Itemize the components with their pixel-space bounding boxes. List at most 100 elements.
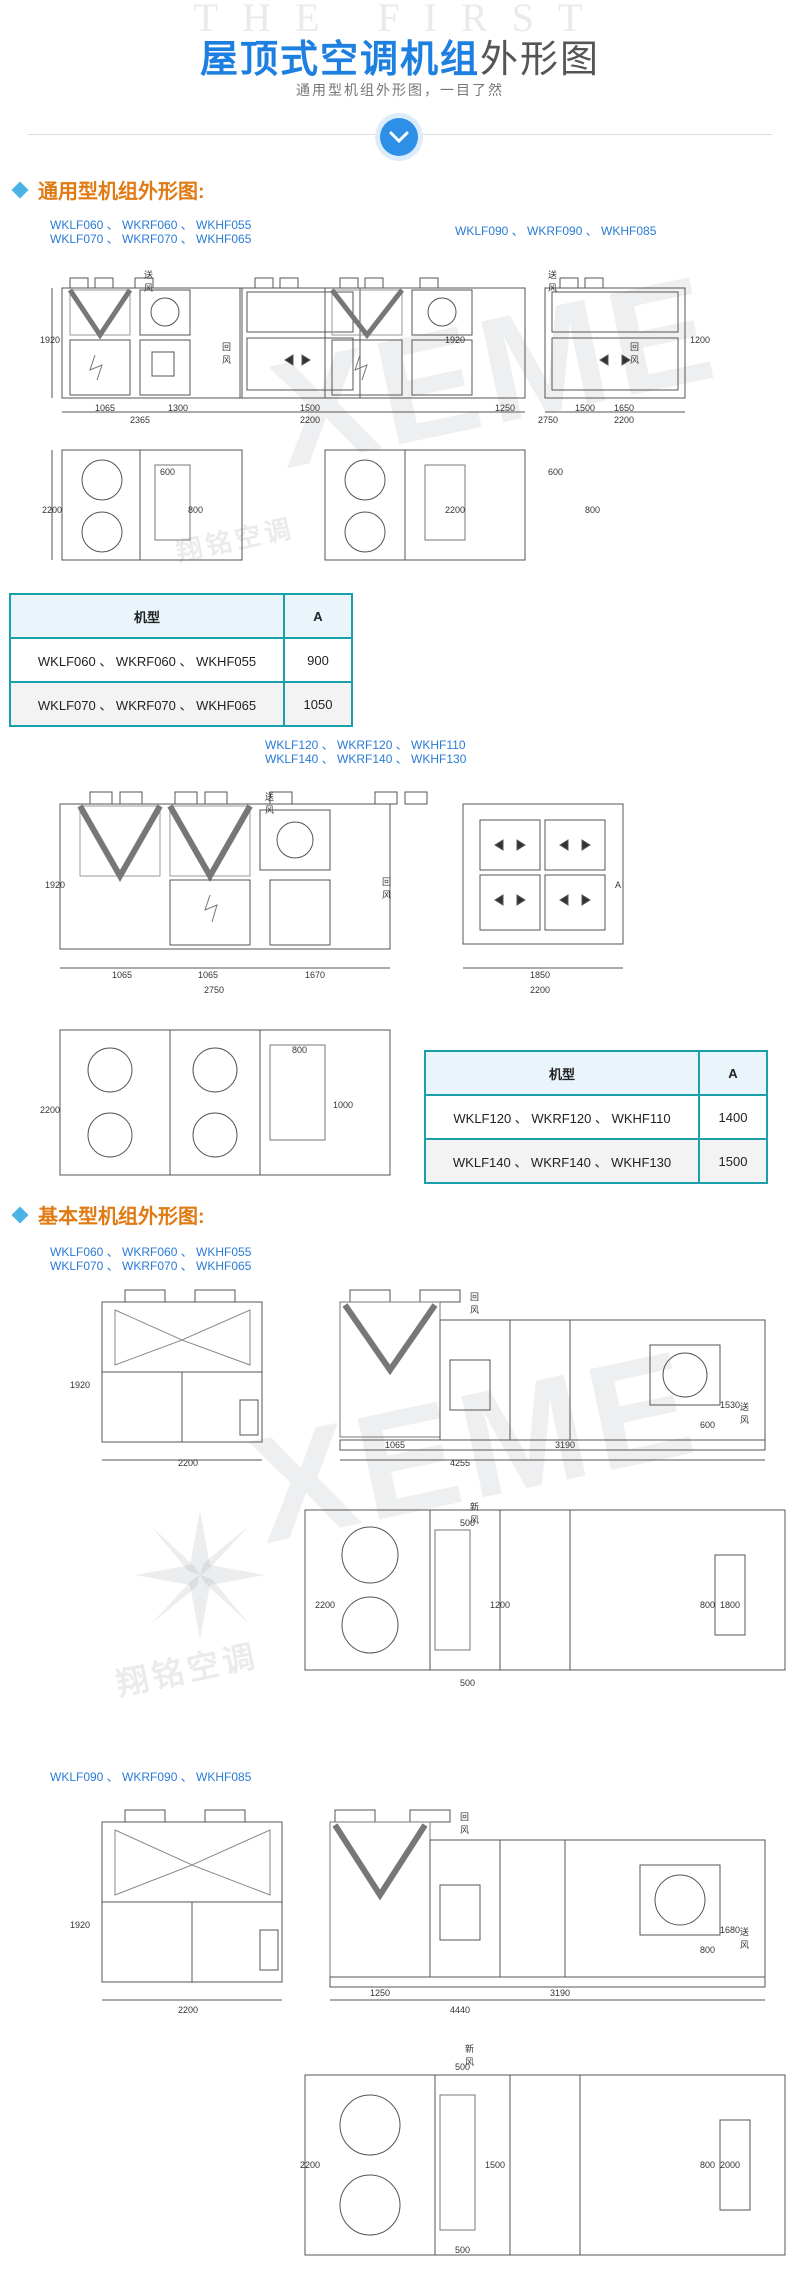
dim-label: 1650 — [614, 403, 635, 413]
dim-label: 600 — [160, 467, 176, 477]
unit-front-view-right — [324, 277, 526, 413]
table-cell-a: 1500 — [698, 1138, 768, 1184]
page-header: THE FIRST 屋顶式空调机组外形图 通用型机组外形图，一目了然 — [0, 0, 800, 156]
dim-label: 1300 — [168, 403, 189, 413]
dim-label: 2200 — [178, 2005, 199, 2015]
unit-top-view — [51, 449, 243, 561]
model-label-group-d: WKLF090 、 WKRF090 、 WKHF085 — [50, 1770, 252, 1784]
page-title: 屋顶式空调机组外形图 — [0, 28, 800, 83]
dim-label: A — [615, 880, 622, 890]
unit-side-view-right — [544, 277, 686, 413]
dim-label: 800 — [700, 2160, 716, 2170]
dim-label: 500 — [460, 1678, 476, 1688]
table-row: WKLF120 、 WKRF120 、 WKHF110 1400 — [424, 1094, 768, 1140]
dim-label: 1200 — [690, 335, 711, 345]
dim-label: 送风 — [144, 270, 154, 293]
section-general-title: 通用型机组外形图: — [38, 181, 205, 203]
dim-label: 500 — [460, 1518, 476, 1528]
dim-label: 1500 — [485, 2160, 506, 2170]
dim-label: 1670 — [305, 970, 326, 980]
table-cell-a: 900 — [283, 637, 353, 683]
section-basic-title: 基本型机组外形图: — [38, 1206, 205, 1228]
dim-label: 2000 — [720, 2160, 741, 2170]
dim-label: 600 — [700, 1420, 716, 1430]
dim-label: 600 — [548, 467, 564, 477]
dim-label: 800 — [700, 1600, 716, 1610]
dim-label: 4440 — [450, 2005, 471, 2015]
dim-label: 2750 — [204, 985, 225, 995]
unit-top-view-large — [59, 1029, 391, 1176]
drawing-group-d — [101, 1809, 786, 2256]
dim-label: 2200 — [300, 415, 321, 425]
dim-label: 2200 — [300, 2160, 321, 2170]
dim-label: 1920 — [70, 1380, 91, 1390]
table-header-a: A — [698, 1050, 768, 1096]
drawing-group-b — [59, 791, 624, 1176]
model-label-group-a-left: WKLF060 、 WKRF060 、 WKHF055 WKLF070 、 WK… — [50, 218, 252, 246]
basic-unit-front-view — [339, 1289, 766, 1461]
basic-unit-top-view — [304, 1509, 786, 1671]
unit-side-view — [239, 277, 361, 413]
section-general-heading: 通用型机组外形图: — [11, 175, 205, 204]
basic-unit-top-view-2 — [304, 2074, 786, 2256]
basic-unit-side-view — [101, 1289, 263, 1461]
scroll-down-button[interactable] — [380, 118, 418, 156]
dim-label: 送风 — [740, 1402, 750, 1425]
header-background-word: THE FIRST — [193, 0, 607, 40]
table-cell-a: 1050 — [283, 681, 353, 727]
dim-label: 2200 — [315, 1600, 336, 1610]
basic-unit-side-view-2 — [101, 1809, 283, 2001]
dim-label: 1500 — [575, 403, 596, 413]
drawing-group-a — [51, 277, 686, 561]
dim-label: 1065 — [385, 1440, 406, 1450]
model-label-group-b: WKLF120 、 WKRF120 、 WKHF110 WKLF140 、 WK… — [265, 738, 467, 766]
table-header-a: A — [283, 593, 353, 639]
dim-label: 回风 — [630, 342, 640, 365]
dim-label: 800 — [292, 1045, 308, 1055]
page-title-suffix: 外形图 — [480, 39, 601, 81]
table-cell-model: WKLF070 、 WKRF070 、 WKHF065 — [9, 681, 285, 727]
dim-label: 1065 — [198, 970, 219, 980]
table-cell-a: 1400 — [698, 1094, 768, 1140]
dim-label: 回风 — [460, 1812, 470, 1835]
dim-label: 1250 — [370, 1988, 391, 1998]
dim-label: 回风 — [222, 342, 232, 365]
dim-label: 1500 — [300, 403, 321, 413]
dim-label: 2365 — [130, 415, 151, 425]
dim-label: 500 — [455, 2062, 471, 2072]
table-row: WKLF060 、 WKRF060 、 WKHF055 900 — [9, 637, 353, 683]
dim-label: 800 — [700, 1945, 716, 1955]
chevron-down-icon — [389, 131, 409, 144]
diamond-bullet-icon — [11, 181, 29, 199]
dim-label: 2200 — [178, 1458, 199, 1468]
dim-label: 新风 — [470, 1502, 480, 1525]
table-cell-model: WKLF120 、 WKRF120 、 WKHF110 — [424, 1094, 700, 1140]
dim-label: 1680 — [720, 1925, 741, 1935]
table-row: WKLF070 、 WKRF070 、 WKHF065 1050 — [9, 681, 353, 727]
dim-label: 回风 — [382, 877, 392, 900]
dim-label: 1065 — [112, 970, 133, 980]
dim-label: 1920 — [445, 335, 466, 345]
dim-label: 2200 — [445, 505, 466, 515]
spec-table-b: 机型 A WKLF120 、 WKRF120 、 WKHF110 1400 WK… — [424, 1050, 768, 1184]
dim-label: 500 — [455, 2245, 471, 2255]
table-header-row: 机型 A — [9, 593, 353, 639]
basic-unit-front-view-2 — [329, 1809, 766, 2001]
table-cell-model: WKLF140 、 WKRF140 、 WKHF130 — [424, 1138, 700, 1184]
spec-table-a: 机型 A WKLF060 、 WKRF060 、 WKHF055 900 WKL… — [9, 593, 353, 727]
dim-label: 回风 — [470, 1292, 480, 1315]
dim-label: 1920 — [70, 1920, 91, 1930]
dim-label: 新风 — [465, 2044, 475, 2067]
dim-label: 1250 — [495, 403, 516, 413]
dim-label: 送风 — [740, 1927, 750, 1950]
section-basic-heading: 基本型机组外形图: — [11, 1200, 205, 1229]
dim-label: 2750 — [538, 415, 559, 425]
watermark-logo-icon — [135, 1510, 265, 1640]
table-header-model: 机型 — [9, 593, 285, 639]
dim-label: 1920 — [40, 335, 61, 345]
dim-label: 送风 — [265, 792, 275, 815]
dim-label: 1000 — [333, 1100, 354, 1110]
dim-label: 1800 — [720, 1600, 741, 1610]
unit-side-view-large — [374, 791, 624, 969]
model-label-group-c: WKLF060 、 WKRF060 、 WKHF055 WKLF070 、 WK… — [50, 1245, 252, 1273]
